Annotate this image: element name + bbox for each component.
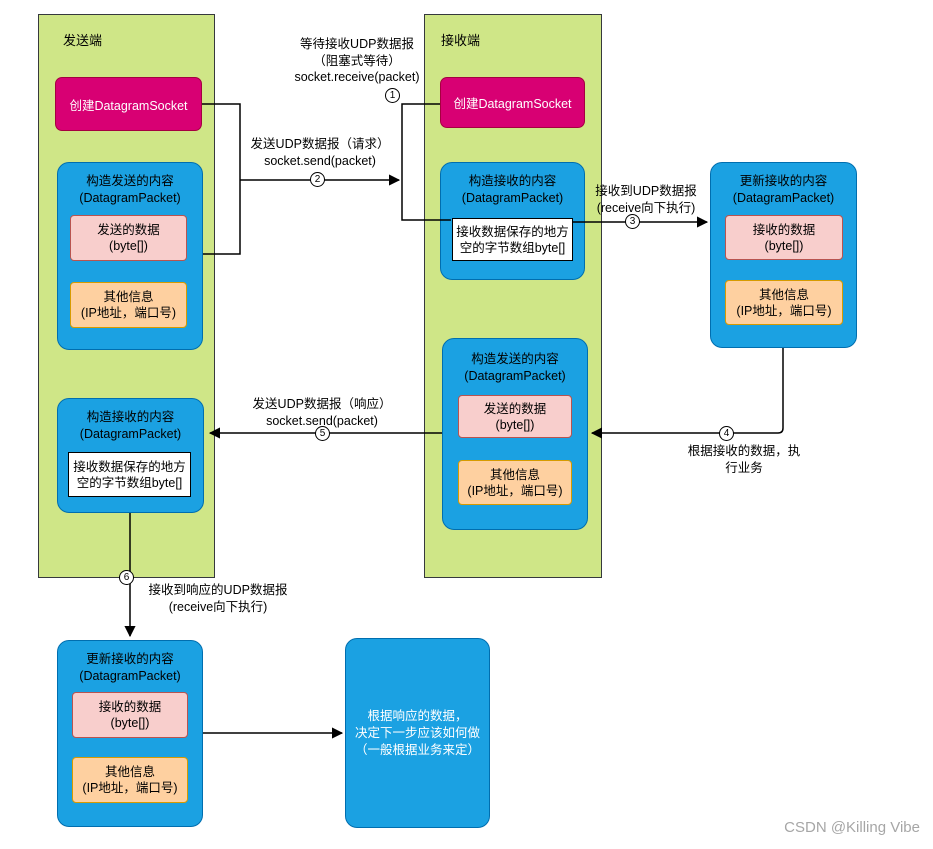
step-3-badge: 3 bbox=[625, 214, 640, 229]
label-line: 行业务 bbox=[725, 460, 763, 475]
mini-line: 接收数据保存的地方 bbox=[456, 224, 569, 239]
node-title: 构造接收的内容 bbox=[86, 410, 175, 424]
label-line: (receive向下执行) bbox=[596, 200, 696, 215]
step-2-badge: 2 bbox=[310, 172, 325, 187]
receiver-title: 接收端 bbox=[441, 33, 481, 48]
sender-recv-buffer-box: 接收数据保存的地方 空的字节数组byte[] bbox=[68, 452, 191, 497]
mini-line: (IP地址，端口号) bbox=[82, 781, 178, 795]
decision-line: 决定下一步应该如何做 bbox=[354, 725, 480, 740]
node-subtitle: (DatagramPacket) bbox=[79, 426, 182, 441]
step1-label: 等待接收UDP数据报 （阻塞式等待） socket.receive(packet… bbox=[262, 36, 452, 86]
sender-send-info-box: 其他信息 (IP地址，端口号) bbox=[70, 282, 187, 328]
step3-label: 接收到UDP数据报 (receive向下执行) bbox=[581, 183, 711, 216]
mini-line: 接收的数据 bbox=[98, 700, 162, 714]
receiver-updated-node: 更新接收的内容 (DatagramPacket) 接收的数据 (byte[]) … bbox=[710, 162, 857, 348]
node-header: 更新接收的内容 (DatagramPacket) bbox=[711, 173, 856, 206]
label-line: socket.send(packet) bbox=[266, 413, 378, 428]
node-header: 构造发送的内容 (DatagramPacket) bbox=[58, 173, 202, 206]
label-line: 等待接收UDP数据报 bbox=[300, 37, 414, 51]
receiver-container: 接收端 创建DatagramSocket 构造接收的内容 (DatagramPa… bbox=[424, 14, 602, 578]
mini-line: (byte[]) bbox=[764, 238, 804, 253]
label-line: 接收到UDP数据报 bbox=[595, 184, 697, 198]
sender-updated-info-box: 其他信息 (IP地址，端口号) bbox=[72, 757, 188, 803]
mini-line: 接收数据保存的地方 bbox=[73, 459, 186, 474]
step4-label: 根据接收的数据，执 行业务 bbox=[649, 443, 839, 476]
node-header: 构造接收的内容 (DatagramPacket) bbox=[58, 409, 203, 442]
decision-line: （一般根据业务来定） bbox=[354, 742, 480, 757]
step2-label: 发送UDP数据报（请求） socket.send(packet) bbox=[225, 136, 415, 169]
decision-node: 根据响应的数据， 决定下一步应该如何做 （一般根据业务来定） bbox=[345, 638, 490, 828]
mini-line: (IP地址，端口号) bbox=[80, 306, 177, 320]
receiver-updated-data-box: 接收的数据 (byte[]) bbox=[725, 215, 843, 260]
node-header: 构造发送的内容 (DatagramPacket) bbox=[443, 351, 587, 384]
mini-line: 发送的数据 bbox=[97, 223, 160, 237]
mini-line: (byte[]) bbox=[109, 239, 148, 253]
sender-send-packet-node: 构造发送的内容 (DatagramPacket) 发送的数据 (byte[]) … bbox=[57, 162, 203, 350]
sender-title: 发送端 bbox=[63, 33, 103, 48]
label-line: socket.receive(packet) bbox=[294, 70, 420, 84]
receiver-send-data-box: 发送的数据 (byte[]) bbox=[458, 395, 572, 438]
mini-line: 接收的数据 bbox=[752, 222, 816, 237]
node-header: 构造接收的内容 (DatagramPacket) bbox=[441, 173, 584, 206]
step-5-badge: 5 bbox=[315, 426, 330, 441]
node-title: 构造发送的内容 bbox=[86, 174, 174, 188]
mini-line: (IP地址，端口号) bbox=[736, 303, 832, 318]
mini-line: 发送的数据 bbox=[483, 401, 547, 416]
decision-line: 根据响应的数据， bbox=[367, 708, 468, 723]
sender-container: 发送端 创建DatagramSocket 构造发送的内容 (DatagramPa… bbox=[38, 14, 215, 578]
node-subtitle: (DatagramPacket) bbox=[79, 668, 181, 683]
sender-send-data-box: 发送的数据 (byte[]) bbox=[70, 215, 187, 261]
step5-label: 发送UDP数据报（响应） socket.send(packet) bbox=[227, 396, 417, 429]
sender-updated-data-box: 接收的数据 (byte[]) bbox=[72, 692, 188, 738]
receiver-recv-buffer-box: 接收数据保存的地方 空的字节数组byte[] bbox=[452, 218, 573, 261]
node-title: 更新接收的内容 bbox=[739, 174, 828, 188]
label-line: 接收到响应的UDP数据报 bbox=[148, 583, 288, 597]
mini-line: 其他信息 bbox=[104, 765, 155, 779]
node-subtitle: (DatagramPacket) bbox=[461, 190, 564, 205]
mini-line: (IP地址，端口号) bbox=[467, 483, 563, 498]
receiver-updated-info-box: 其他信息 (IP地址，端口号) bbox=[725, 280, 843, 325]
mini-line: 其他信息 bbox=[758, 287, 809, 302]
mini-line: 其他信息 bbox=[489, 467, 540, 482]
step-4-badge: 4 bbox=[719, 426, 734, 441]
mini-line: (byte[]) bbox=[110, 716, 150, 730]
step4-arrow bbox=[590, 348, 784, 439]
sender-create-socket-node: 创建DatagramSocket bbox=[55, 77, 202, 131]
node-subtitle: (DatagramPacket) bbox=[79, 190, 181, 205]
label-line: socket.send(packet) bbox=[264, 153, 376, 168]
label-line: 发送UDP数据报（响应） bbox=[252, 397, 392, 411]
label-line: 根据接收的数据，执 bbox=[687, 444, 801, 458]
mini-line: 空的字节数组byte[] bbox=[76, 475, 183, 490]
label-line: 发送UDP数据报（请求） bbox=[250, 137, 390, 151]
step6-label: 接收到响应的UDP数据报 (receive向下执行) bbox=[138, 582, 298, 615]
receiver-recv-packet-node: 构造接收的内容 (DatagramPacket) 接收数据保存的地方 空的字节数… bbox=[440, 162, 585, 280]
node-subtitle: (DatagramPacket) bbox=[464, 368, 566, 383]
receiver-create-socket-label: 创建DatagramSocket bbox=[453, 97, 572, 111]
node-subtitle: (DatagramPacket) bbox=[732, 190, 835, 205]
receiver-send-info-box: 其他信息 (IP地址，端口号) bbox=[458, 460, 572, 505]
sender-updated-node: 更新接收的内容 (DatagramPacket) 接收的数据 (byte[]) … bbox=[57, 640, 203, 827]
receiver-create-socket-node: 创建DatagramSocket bbox=[440, 77, 585, 128]
receiver-send-packet-node: 构造发送的内容 (DatagramPacket) 发送的数据 (byte[]) … bbox=[442, 338, 588, 530]
step-1-badge: 1 bbox=[385, 88, 400, 103]
csdn-watermark: CSDN @Killing Vibe bbox=[784, 819, 920, 836]
node-title: 构造接收的内容 bbox=[468, 174, 557, 188]
mini-line: 空的字节数组byte[] bbox=[459, 240, 566, 255]
node-title: 构造发送的内容 bbox=[471, 352, 559, 366]
label-line: (receive向下执行) bbox=[168, 599, 268, 614]
node-title: 更新接收的内容 bbox=[86, 652, 174, 666]
sender-create-socket-label: 创建DatagramSocket bbox=[69, 98, 188, 113]
mini-line: 其他信息 bbox=[103, 290, 154, 304]
node-header: 更新接收的内容 (DatagramPacket) bbox=[58, 651, 202, 684]
step-6-badge: 6 bbox=[119, 570, 134, 585]
sender-recv-packet-node: 构造接收的内容 (DatagramPacket) 接收数据保存的地方 空的字节数… bbox=[57, 398, 204, 513]
label-line: （阻塞式等待） bbox=[313, 53, 401, 68]
mini-line: (byte[]) bbox=[495, 417, 535, 432]
